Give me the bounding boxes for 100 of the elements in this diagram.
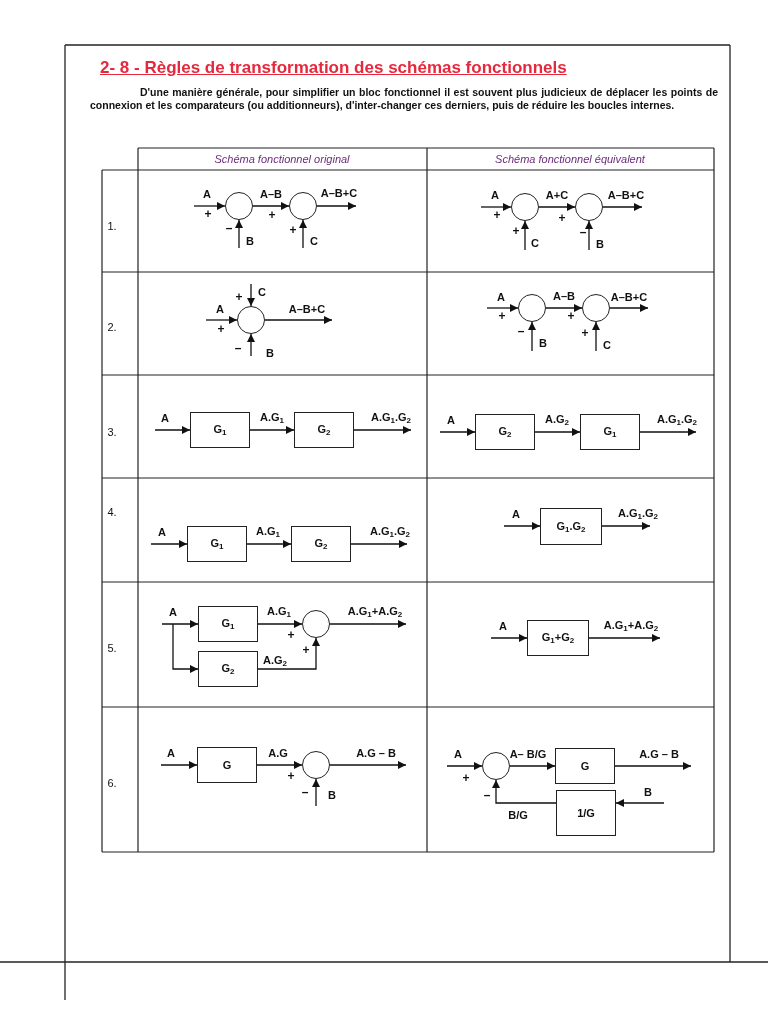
signal-label: A.G$_{1}$.G$_{2}$	[369, 524, 411, 540]
signal-label: A	[216, 302, 224, 316]
transfer-block: G$_{2}$	[291, 526, 351, 562]
signal-arrow	[299, 219, 307, 249]
signal-arrow	[503, 522, 541, 530]
signal-label: A–B+C	[320, 186, 358, 200]
transfer-block: G$_{2}$	[475, 414, 535, 450]
signal-label: A	[499, 619, 507, 633]
signal-label: A	[497, 290, 505, 304]
sign-label: +	[558, 212, 566, 226]
signal-label: A	[203, 187, 211, 201]
signal-label: A– B/G	[509, 747, 547, 761]
signal-arrow	[614, 762, 692, 770]
transfer-block: G$_{2}$	[294, 412, 354, 448]
signal-arrow	[316, 202, 357, 210]
signal-label: A.G$_{1}$	[260, 410, 284, 426]
row-number: 1.	[107, 220, 117, 232]
sign-label: +	[581, 327, 589, 341]
signal-arrow	[172, 623, 199, 673]
signal-arrow	[257, 620, 303, 628]
signal-label: A.G – B	[639, 747, 679, 761]
signal-label: C	[310, 234, 318, 248]
transfer-block: G$_{1}$	[198, 606, 258, 642]
signal-arrow	[150, 540, 188, 548]
signal-label: A+C	[545, 188, 569, 202]
transfer-block: G	[555, 748, 615, 784]
signal-label: B	[539, 336, 547, 350]
signal-label: A.G$_{1}$.G$_{2}$	[656, 412, 698, 428]
summing-junction	[302, 610, 330, 638]
signal-arrow	[161, 620, 199, 628]
transfer-block: G$_{1}$.G$_{2}$	[540, 508, 602, 545]
row-number: 6.	[107, 777, 117, 789]
sign-label: +	[287, 770, 295, 784]
title: 2- 8 - Règles de transformation des schémas fonctionnels	[100, 58, 567, 78]
row-number: 5.	[107, 642, 117, 654]
signal-label: A–B	[553, 289, 575, 303]
sign-label: –	[579, 226, 587, 240]
signal-arrow	[160, 761, 198, 769]
signal-arrow	[235, 219, 243, 249]
signal-arrow	[256, 761, 303, 769]
sign-label: +	[493, 209, 501, 223]
signal-label: C	[531, 236, 539, 250]
signal-label: A.G$_{2}$	[263, 653, 287, 669]
signal-label: C	[603, 338, 611, 352]
signal-arrow	[246, 540, 292, 548]
signal-label: A	[454, 747, 462, 761]
signal-arrow	[509, 762, 556, 770]
signal-label: A	[491, 188, 499, 202]
summing-junction	[575, 193, 603, 221]
signal-label: A.G$_{1}$	[267, 604, 291, 620]
summing-junction	[582, 294, 610, 322]
signal-arrow	[545, 304, 583, 312]
signal-label: B	[266, 346, 274, 360]
signal-label: A–B+C	[607, 188, 645, 202]
signal-arrow	[602, 203, 643, 211]
signal-arrow	[490, 634, 528, 642]
signal-label: A	[161, 411, 169, 425]
signal-arrow	[439, 428, 476, 436]
signal-label: B	[246, 234, 254, 248]
summing-junction	[225, 192, 253, 220]
transfer-block: G$_{2}$	[198, 651, 258, 687]
signal-arrow	[329, 761, 407, 769]
sign-label: +	[567, 310, 575, 324]
sign-label: +	[204, 208, 212, 222]
signal-label: A.G$_{1}$.G$_{2}$	[370, 410, 412, 426]
signal-arrow	[312, 778, 320, 807]
summing-junction	[518, 294, 546, 322]
signal-arrow	[193, 202, 226, 210]
sign-label: +	[217, 323, 225, 337]
transfer-block: G	[197, 747, 257, 783]
signal-arrow	[528, 321, 536, 352]
summing-junction	[482, 752, 510, 780]
signal-arrow	[353, 426, 412, 434]
signal-label: A–B+C	[288, 302, 326, 316]
signal-label: A.G$_{1}$.G$_{2}$	[617, 506, 659, 522]
summing-junction	[511, 193, 539, 221]
signal-arrow	[585, 220, 593, 251]
sign-label: +	[512, 225, 520, 239]
signal-arrow	[247, 333, 255, 357]
signal-arrow	[609, 304, 649, 312]
signal-arrow	[247, 283, 255, 307]
row-number: 3.	[107, 426, 117, 438]
sign-label: –	[225, 222, 233, 236]
column-header: Schéma fonctionnel équivalent	[495, 153, 645, 165]
signal-arrow	[534, 428, 581, 436]
signal-arrow	[592, 321, 600, 352]
signal-arrow	[601, 522, 651, 530]
signal-arrow	[446, 762, 483, 770]
sign-label: –	[483, 789, 491, 803]
signal-label: A.G$_{1}$+A.G$_{2}$	[603, 618, 659, 634]
sign-label: +	[302, 644, 310, 658]
signal-label: A.G	[268, 746, 288, 760]
signal-label: A	[167, 746, 175, 760]
signal-arrow	[249, 426, 295, 434]
summing-junction	[289, 192, 317, 220]
signal-label: C	[258, 285, 266, 299]
signal-label: B/G	[508, 808, 528, 822]
signal-label: B	[644, 785, 652, 799]
signal-arrow	[154, 426, 191, 434]
signal-label: A	[512, 507, 520, 521]
